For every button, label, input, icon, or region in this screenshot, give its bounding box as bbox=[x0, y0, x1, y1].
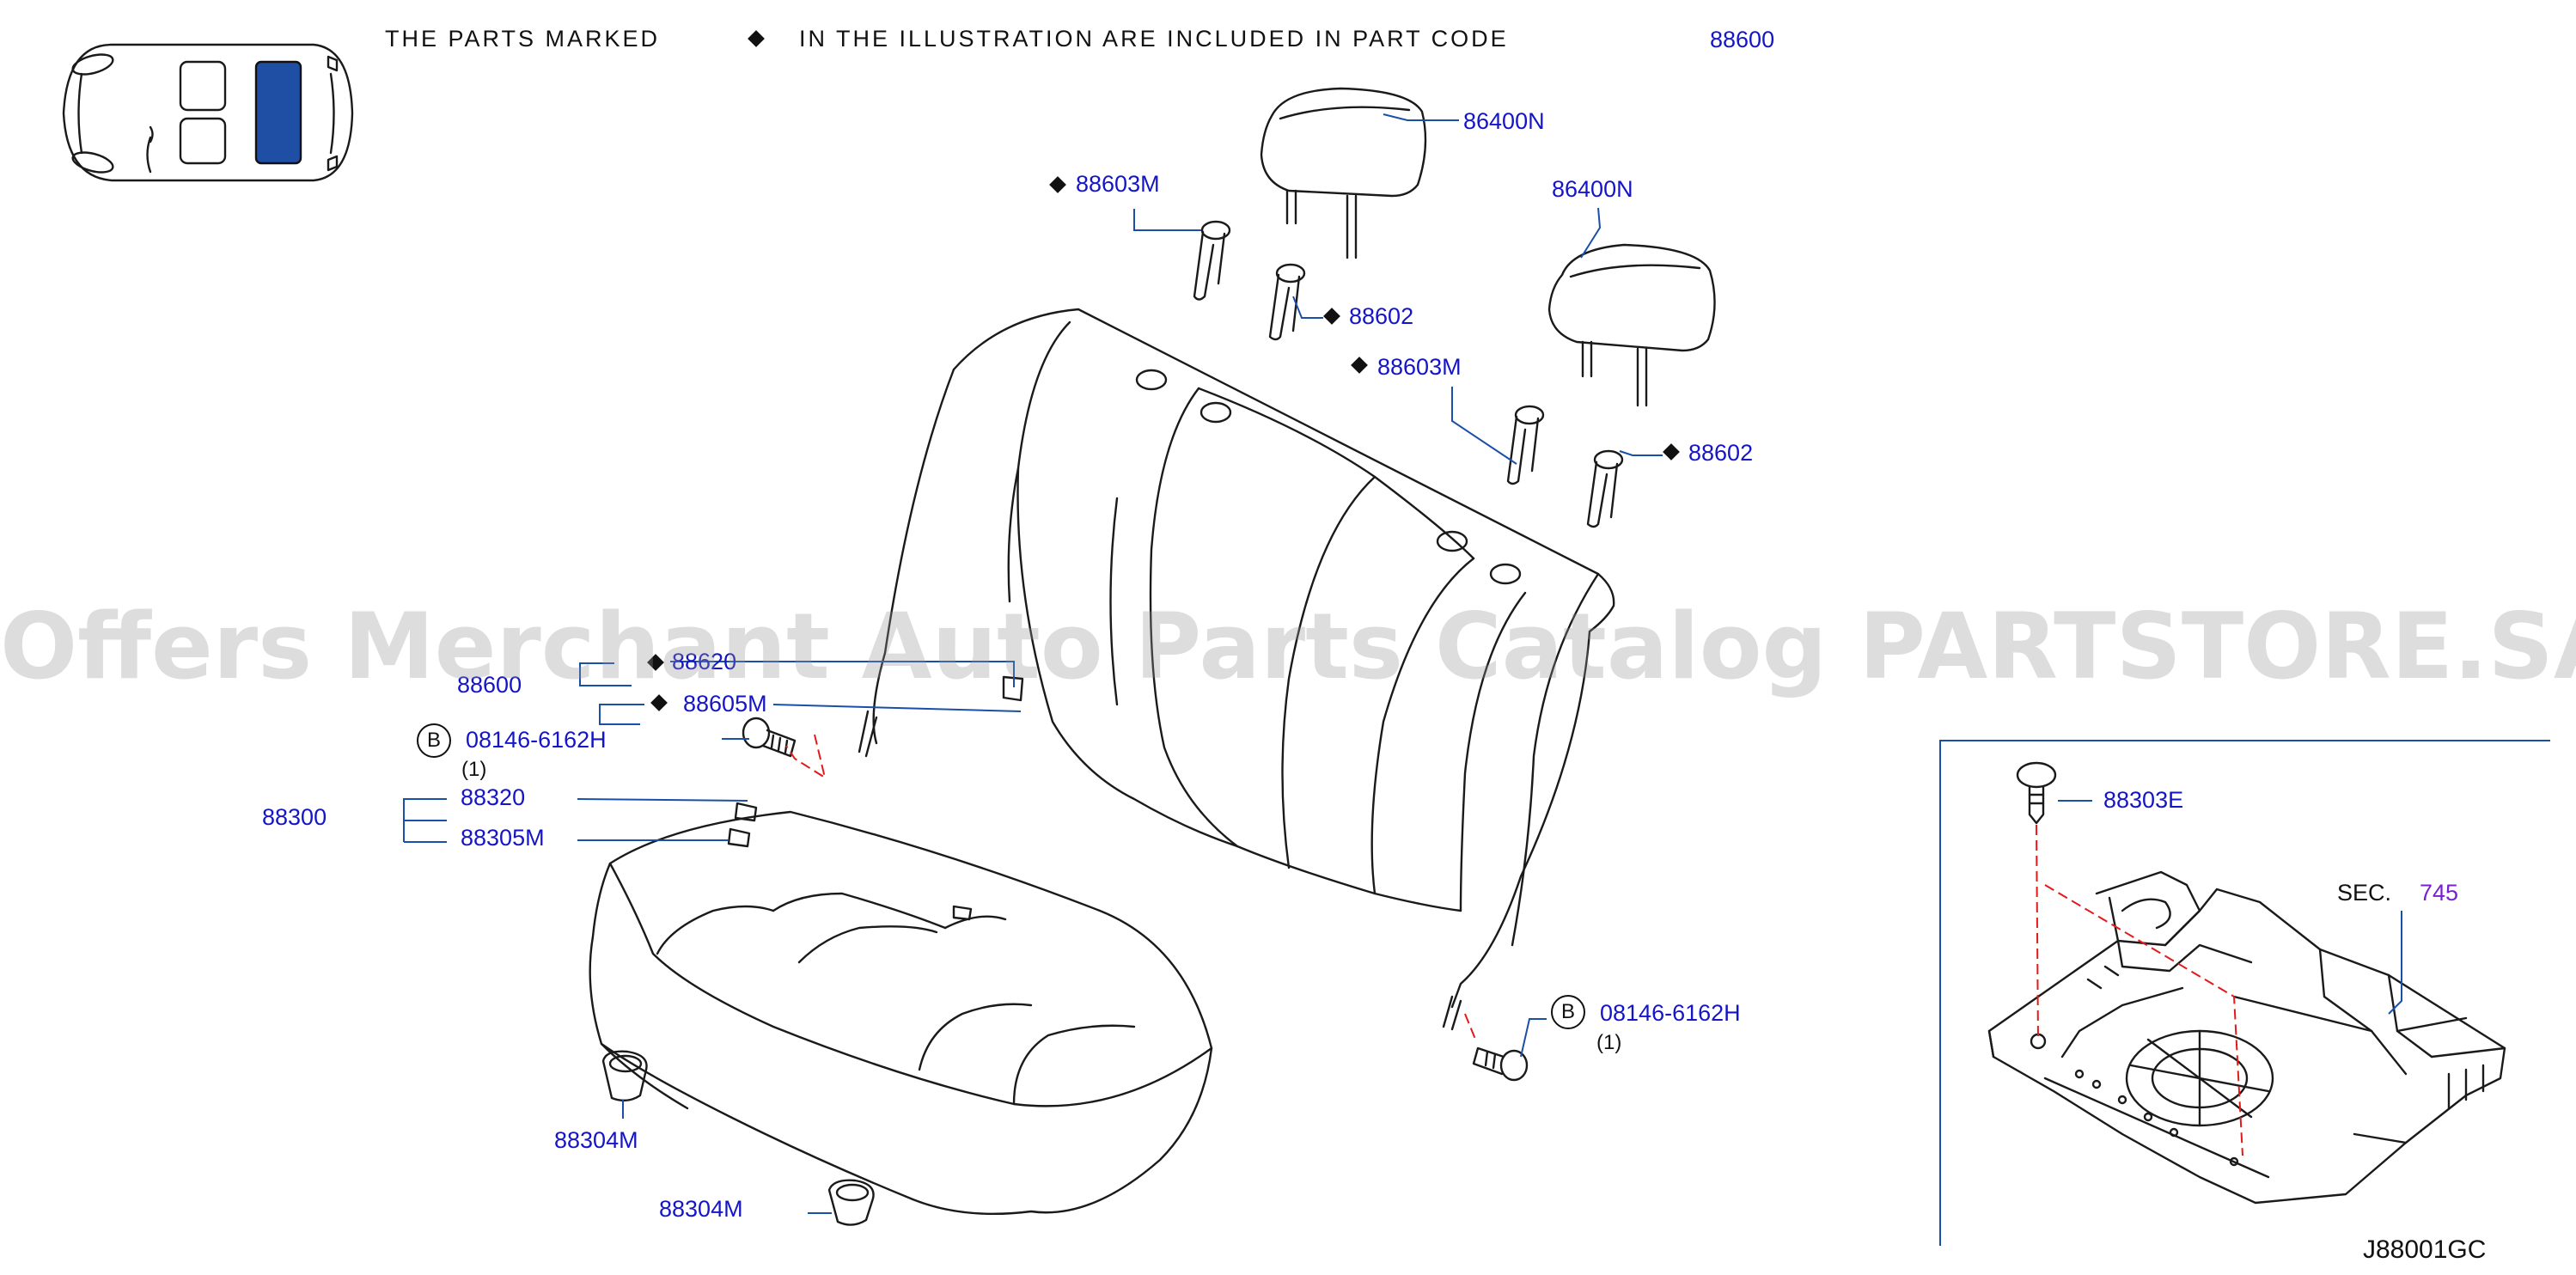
inset-frame bbox=[1939, 740, 2550, 1246]
seat-back bbox=[858, 308, 1615, 1031]
dashed-alignment bbox=[785, 734, 2243, 1156]
label-cushion-pad[interactable]: 88305M bbox=[461, 825, 545, 851]
label-grommet-2[interactable]: 88304M bbox=[659, 1196, 743, 1222]
label-guide-1[interactable]: 88603M bbox=[1076, 171, 1160, 197]
grommet-1 bbox=[601, 1050, 648, 1102]
label-grommet-1[interactable]: 88304M bbox=[554, 1127, 638, 1153]
floor-panel bbox=[1987, 870, 2506, 1205]
qty-bolt-1: (1) bbox=[461, 758, 487, 781]
label-sec-prefix: SEC. bbox=[2337, 880, 2392, 906]
label-cushion-trim[interactable]: 88320 bbox=[461, 784, 526, 810]
diagram-code: J88001GC bbox=[2363, 1235, 2487, 1264]
bolt-1 bbox=[742, 717, 797, 758]
label-back-partial[interactable]: 88620 bbox=[672, 649, 737, 674]
label-clip[interactable]: 88303E bbox=[2103, 787, 2184, 813]
label-guide-2[interactable]: 88603M bbox=[1377, 354, 1462, 380]
label-back-assy[interactable]: 88600 bbox=[457, 672, 522, 698]
callout-b-2: B bbox=[1551, 995, 1585, 1029]
note-text-left: THE PARTS MARKED bbox=[385, 26, 661, 52]
watermark: Offers Merchant Auto Parts Catalog PARTS… bbox=[0, 594, 2576, 699]
label-back-trim[interactable]: 88605M bbox=[683, 691, 767, 717]
headrest-2 bbox=[1547, 243, 1716, 407]
label-headrest-2[interactable]: 86400N bbox=[1552, 176, 1633, 202]
headrest-guide-lock-2 bbox=[1586, 449, 1624, 528]
car-locator-icon bbox=[62, 43, 354, 182]
clip-88303E bbox=[2016, 761, 2057, 825]
seat-cushion bbox=[589, 810, 1213, 1216]
label-cushion-assy[interactable]: 88300 bbox=[262, 804, 327, 830]
label-bolt-1[interactable]: 08146-6162H bbox=[466, 727, 607, 753]
leader-lines bbox=[403, 113, 2402, 1214]
label-guide-lock-2[interactable]: 88602 bbox=[1688, 440, 1754, 466]
callout-b-1: B bbox=[417, 723, 451, 758]
headrest-guide-2 bbox=[1506, 405, 1545, 485]
grommet-2 bbox=[827, 1179, 875, 1226]
label-sec-code[interactable]: 745 bbox=[2420, 880, 2459, 906]
bolt-2 bbox=[1472, 1046, 1529, 1082]
headrest-guide-lock-1 bbox=[1268, 263, 1306, 341]
qty-bolt-2: (1) bbox=[1596, 1031, 1622, 1054]
label-headrest-1[interactable]: 86400N bbox=[1463, 108, 1545, 134]
note-text-right: IN THE ILLUSTRATION ARE INCLUDED IN PART… bbox=[799, 26, 1509, 52]
label-bolt-2[interactable]: 08146-6162H bbox=[1600, 1000, 1741, 1026]
headrest-guide-1 bbox=[1193, 220, 1231, 301]
note-part-code[interactable]: 88600 bbox=[1710, 27, 1775, 52]
label-guide-lock-1[interactable]: 88602 bbox=[1349, 303, 1414, 329]
headrest-1 bbox=[1260, 87, 1427, 259]
